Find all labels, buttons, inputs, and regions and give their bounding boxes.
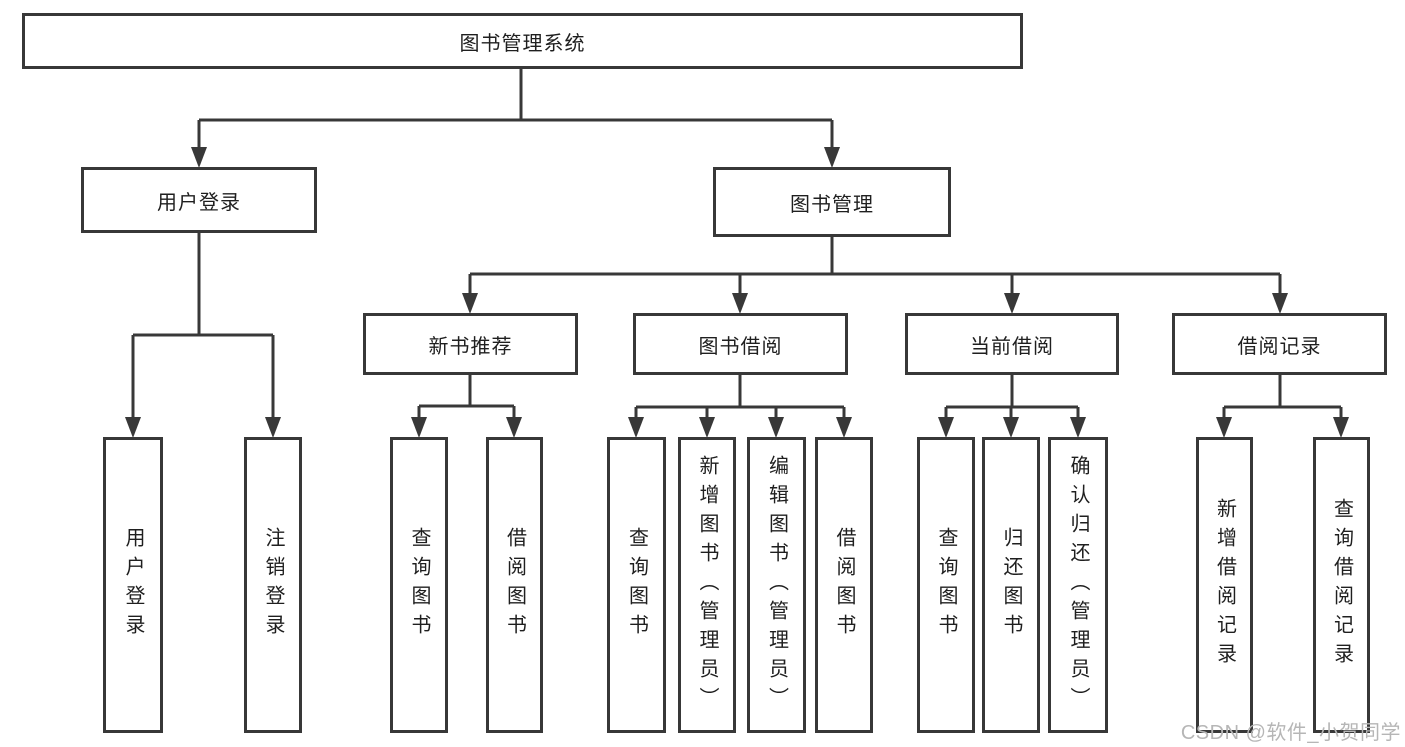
leaf-logout-label: 注销登录 [262, 527, 284, 643]
node-new-book-recommendation-label: 新书推荐 [428, 335, 513, 358]
node-root: 图书管理系统 [22, 13, 1023, 69]
leaf-recommend-borrow-books-label: 借阅图书 [503, 527, 526, 643]
connector-new-book-recommendation-children [411, 375, 522, 438]
node-book-management-label: 图书管理 [790, 193, 874, 216]
csdn-watermark: CSDN @软件_小贺同学 [1180, 722, 1401, 744]
leaf-current-query-books: 查询图书 [917, 437, 975, 733]
leaf-records-add-record: 新增借阅记录 [1196, 437, 1253, 733]
leaf-recommend-query-books-label: 查询图书 [408, 527, 430, 643]
node-book-management: 图书管理 [713, 167, 951, 237]
leaf-current-confirm-return: 确认归还（管理员） [1048, 437, 1108, 733]
connector-root-to-level2 [191, 69, 840, 168]
leaf-borrowing-borrow-books-label: 借阅图书 [833, 527, 855, 643]
leaf-records-query-record: 查询借阅记录 [1313, 437, 1370, 733]
node-current-borrowing: 当前借阅 [905, 313, 1119, 375]
node-new-book-recommendation: 新书推荐 [363, 313, 578, 375]
leaf-user-login: 用户登录 [103, 437, 163, 733]
leaf-current-query-books-label: 查询图书 [935, 527, 957, 643]
connector-book-borrowing-children [628, 375, 852, 438]
leaf-borrowing-add-books: 新增图书（管理员） [678, 437, 736, 733]
leaf-current-confirm-return-label: 确认归还（管理员） [1067, 454, 1089, 716]
leaf-borrowing-query-books-label: 查询图书 [625, 527, 648, 643]
leaf-recommend-query-books: 查询图书 [390, 437, 448, 733]
leaf-current-return-books-label: 归还图书 [1000, 527, 1022, 643]
node-root-label: 图书管理系统 [459, 32, 586, 55]
leaf-records-add-record-label: 新增借阅记录 [1213, 498, 1236, 672]
leaf-user-login-label: 用户登录 [122, 527, 144, 643]
leaf-borrowing-edit-books-label: 编辑图书（管理员） [765, 454, 788, 716]
leaf-borrowing-borrow-books: 借阅图书 [815, 437, 873, 733]
node-user-login: 用户登录 [81, 167, 317, 233]
leaf-borrowing-add-books-label: 新增图书（管理员） [696, 454, 718, 716]
leaf-records-query-record-label: 查询借阅记录 [1330, 498, 1353, 672]
connector-user-login-children [125, 233, 281, 438]
connector-borrowing-records-children [1216, 375, 1349, 438]
leaf-borrowing-query-books: 查询图书 [607, 437, 666, 733]
node-user-login-label: 用户登录 [157, 191, 241, 214]
leaf-current-return-books: 归还图书 [982, 437, 1040, 733]
leaf-logout: 注销登录 [244, 437, 302, 733]
node-book-borrowing: 图书借阅 [633, 313, 848, 375]
leaf-borrowing-edit-books: 编辑图书（管理员） [747, 437, 806, 733]
node-current-borrowing-label: 当前借阅 [970, 335, 1054, 358]
node-book-borrowing-label: 图书借阅 [698, 335, 783, 358]
node-borrowing-records: 借阅记录 [1172, 313, 1387, 375]
connector-current-borrowing-children [938, 375, 1086, 438]
leaf-recommend-borrow-books: 借阅图书 [486, 437, 543, 733]
node-borrowing-records-label: 借阅记录 [1237, 335, 1322, 358]
connector-book-management-children [462, 237, 1288, 314]
